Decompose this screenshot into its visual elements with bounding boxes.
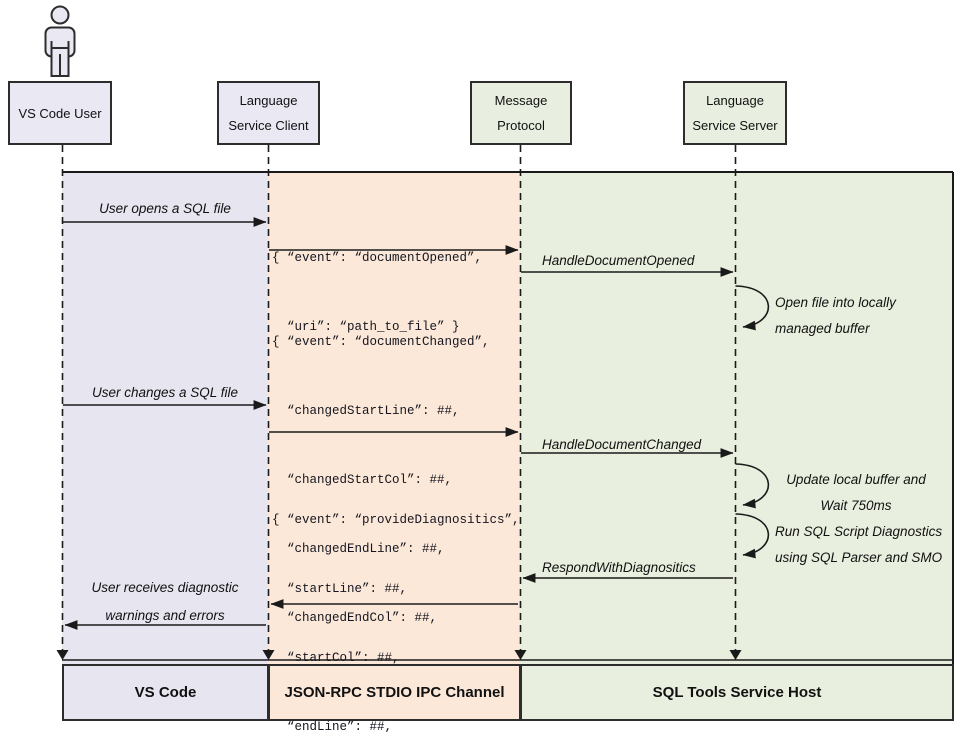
person-icon xyxy=(44,5,76,77)
message-user-opens-file: User opens a SQL file xyxy=(99,201,231,216)
lifeline-server-arrowhead xyxy=(729,650,742,660)
payload-line: { “event”: “documentOpened”, xyxy=(272,251,483,265)
actor-box-message-protocol: Message Protocol xyxy=(470,81,572,145)
note-line: managed buffer xyxy=(775,321,870,336)
actor-box-vscode-user: VS Code User xyxy=(8,81,112,145)
payload-line: “changedEndLine”: ##, xyxy=(287,542,445,556)
loop-update-buffer xyxy=(735,463,770,509)
lane-vscode xyxy=(62,172,268,721)
payload-line: “uri”: “path_to_file” } xyxy=(287,320,460,334)
footer-box-ipc-channel: JSON-RPC STDIO IPC Channel xyxy=(268,664,521,721)
payload-line: “startLine”: ##, xyxy=(287,582,408,596)
actor-label: VS Code User xyxy=(18,105,102,121)
payload-line: “endLine”: ##, xyxy=(287,720,393,732)
note-line: using SQL Parser and SMO xyxy=(775,550,943,565)
actor-box-language-service-server: Language Service Server xyxy=(683,81,787,145)
actor-box-language-service-client: Language Service Client xyxy=(217,81,320,145)
payload-line: { “event”: “documentChanged”, xyxy=(272,335,490,349)
payload-line: “changedStartLine”: ##, xyxy=(287,404,460,418)
footer-box-service-host: SQL Tools Service Host xyxy=(520,664,954,721)
lifeline-user-arrowhead xyxy=(56,650,69,660)
actor-label: Language xyxy=(706,93,764,108)
note-run-diagnostics: Run SQL Script Diagnostics using SQL Par… xyxy=(775,519,942,571)
note-line: Update local buffer and xyxy=(786,472,926,487)
loop-run-diagnostics xyxy=(735,513,770,559)
lifeline-client-arrowhead xyxy=(262,650,275,660)
actor-label: Message xyxy=(494,93,548,108)
payload-line: { “event”: “provideDiagnositics”, xyxy=(272,513,520,527)
message-line: warnings and errors xyxy=(105,608,225,623)
lane-ipc-channel xyxy=(268,172,520,721)
note-line: Run SQL Script Diagnostics xyxy=(775,524,943,539)
message-line: User receives diagnostic xyxy=(91,580,239,595)
footer-label: SQL Tools Service Host xyxy=(652,684,822,701)
note-update-buffer: Update local buffer and Wait 750ms xyxy=(770,467,942,519)
footer-label: VS Code xyxy=(134,684,197,701)
message-user-changes-file: User changes a SQL file xyxy=(91,385,239,400)
note-open-buffer: Open file into locally managed buffer xyxy=(775,290,896,342)
lifeline-protocol-arrowhead xyxy=(514,650,527,660)
lane-service-host xyxy=(520,172,953,721)
payload-line: “changedStartCol”: ##, xyxy=(287,473,453,487)
message-handle-document-changed: HandleDocumentChanged xyxy=(542,437,702,452)
payload-line: “changedEndCol”: ##, xyxy=(287,611,438,625)
message-handle-document-opened: HandleDocumentOpened xyxy=(542,253,695,268)
message-respond-with-diagnostics: RespondWithDiagnositics xyxy=(542,560,696,575)
payload-line: “startCol”: ##, xyxy=(287,651,400,665)
footer-box-vscode: VS Code xyxy=(62,664,269,721)
loop-open-buffer xyxy=(735,285,770,331)
payload-provide-diagnostics: { “event”: “provideDiagnositics”, “start… xyxy=(272,463,520,732)
note-line: Wait 750ms xyxy=(820,498,892,513)
message-user-receives-diagnostics: User receives diagnostic warnings and er… xyxy=(62,574,268,630)
actor-label: Protocol xyxy=(497,118,545,133)
note-line: Open file into locally xyxy=(775,295,896,310)
actor-label: Service Server xyxy=(692,118,778,133)
payload-document-opened: { “event”: “documentOpened”, “uri”: “pat… xyxy=(272,201,482,385)
footer-label: JSON-RPC STDIO IPC Channel xyxy=(284,684,505,701)
actor-label: Language xyxy=(239,93,298,108)
actor-label: Service Client xyxy=(228,118,309,133)
